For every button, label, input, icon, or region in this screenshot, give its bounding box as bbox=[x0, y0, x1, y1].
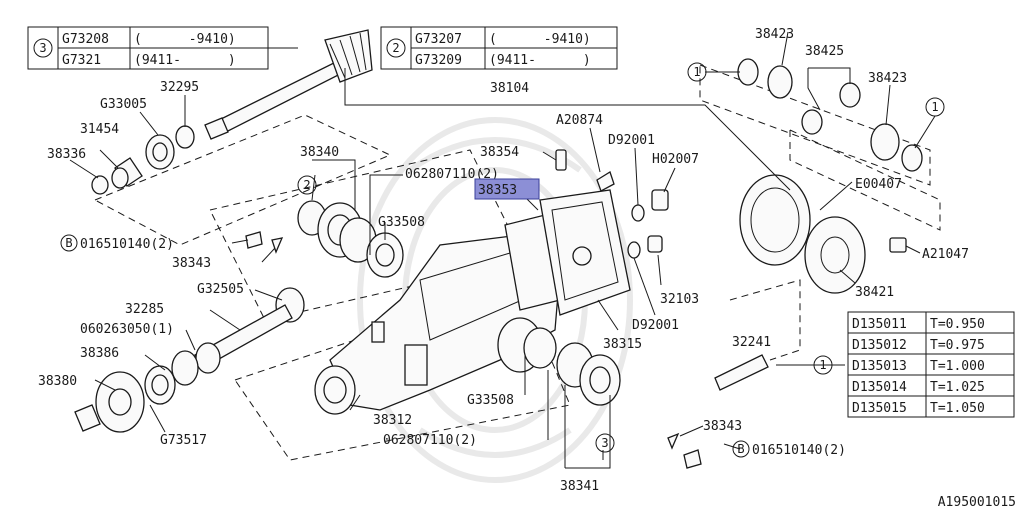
differential-pinion-gears bbox=[737, 58, 923, 172]
label-38343-right: 38343 bbox=[703, 419, 742, 434]
label-016510140-left: 016510140(2) bbox=[80, 237, 174, 252]
table3-row1-range: ( -9410) bbox=[134, 32, 236, 47]
pinion-gear-shaft bbox=[204, 29, 373, 140]
table2-ref: 2 bbox=[392, 41, 399, 55]
label-016510140-right: 016510140(2) bbox=[752, 443, 846, 458]
label-062807110-top: 062807110(2) bbox=[405, 167, 499, 182]
table-shims-ref-1: 1 D135011 T=0.950 D135012 T=0.975 D13501… bbox=[813, 311, 1015, 418]
shim-row1-part: D135011 bbox=[852, 317, 907, 332]
label-H02007: H02007 bbox=[652, 152, 699, 167]
table2-row2-range: (9411- ) bbox=[489, 53, 591, 68]
label-38340: 38340 bbox=[300, 145, 339, 160]
table3-ref: 3 bbox=[39, 41, 46, 55]
shim-row4-thickness: T=1.025 bbox=[930, 380, 985, 395]
label-31454: 31454 bbox=[80, 122, 119, 137]
rear-cover-and-gasket bbox=[504, 189, 631, 316]
label-G32505: G32505 bbox=[197, 282, 244, 297]
shim-row1-thickness: T=0.950 bbox=[930, 317, 985, 332]
label-G73517: G73517 bbox=[160, 433, 207, 448]
circle-mark-2 bbox=[386, 38, 406, 58]
label-060263050: 060263050(1) bbox=[80, 322, 174, 337]
table2-row1-part: G73207 bbox=[415, 32, 462, 47]
table3-row2-part: G7321 bbox=[62, 53, 101, 68]
label-G33508-top: G33508 bbox=[378, 215, 425, 230]
label-38423-right: 38423 bbox=[868, 71, 907, 86]
shim-row5-part: D135015 bbox=[852, 401, 907, 416]
leader-lines bbox=[69, 31, 936, 469]
companion-flange-group bbox=[74, 287, 305, 433]
label-A20874: A20874 bbox=[556, 113, 603, 128]
label-38354: 38354 bbox=[480, 145, 519, 160]
bolts-and-plugs bbox=[245, 149, 769, 469]
label-062807110-bottom: 062807110(2) bbox=[383, 433, 477, 448]
label-G33005: G33005 bbox=[100, 97, 147, 112]
label-32241: 32241 bbox=[732, 335, 771, 350]
pinion-shaft-parts bbox=[91, 125, 195, 195]
label-38341: 38341 bbox=[560, 479, 599, 494]
table-gear-ref-2: 2 G73207 ( -9410) G73209 (9411- ) bbox=[380, 26, 618, 70]
label-E00407: E00407 bbox=[855, 177, 902, 192]
differential-case-ring-gear bbox=[739, 174, 907, 294]
label-38315: 38315 bbox=[603, 337, 642, 352]
label-32285: 32285 bbox=[125, 302, 164, 317]
shim-row3-part: D135013 bbox=[852, 359, 907, 374]
mark-B-right: B bbox=[737, 442, 744, 456]
shim-row3-thickness: T=1.000 bbox=[930, 359, 985, 374]
label-G33508-bottom: G33508 bbox=[467, 393, 514, 408]
circle-marks: 1 1 2 3 B B bbox=[60, 62, 945, 458]
mark-2: 2 bbox=[303, 178, 310, 192]
shim-row2-part: D135012 bbox=[852, 338, 907, 353]
label-32103: 32103 bbox=[660, 292, 699, 307]
label-38104: 38104 bbox=[490, 81, 529, 96]
mark-B-left: B bbox=[65, 236, 72, 250]
shim-row4-part: D135014 bbox=[852, 380, 907, 395]
label-38343-left: 38343 bbox=[172, 256, 211, 271]
label-38386: 38386 bbox=[80, 346, 119, 361]
table3-row2-range: (9411- ) bbox=[134, 53, 236, 68]
label-32295: 32295 bbox=[160, 80, 199, 95]
mark-1-right: 1 bbox=[931, 100, 938, 114]
mark-1-left: 1 bbox=[693, 65, 700, 79]
label-38380: 38380 bbox=[38, 374, 77, 389]
highlight-38353 bbox=[474, 178, 540, 200]
table-gear-ref-3: 3 G73208 ( -9410) G7321 (9411- ) bbox=[27, 26, 298, 70]
side-bearing-set-38341 bbox=[523, 327, 621, 406]
label-D92001-top: D92001 bbox=[608, 133, 655, 148]
label-38353: 38353 bbox=[478, 183, 517, 198]
table2-row1-range: ( -9410) bbox=[489, 32, 591, 47]
circle-mark-1-table bbox=[813, 355, 833, 375]
label-38423-top: 38423 bbox=[755, 27, 794, 42]
circle-mark-3 bbox=[33, 38, 53, 58]
shims-ref: 1 bbox=[819, 358, 826, 372]
label-38336: 38336 bbox=[47, 147, 86, 162]
shim-row5-thickness: T=1.050 bbox=[930, 401, 985, 416]
mark-3: 3 bbox=[601, 436, 608, 450]
differential-carrier-housing bbox=[314, 234, 561, 415]
label-38425: 38425 bbox=[805, 44, 844, 59]
label-38421: 38421 bbox=[855, 285, 894, 300]
bearing-set-38340 bbox=[297, 200, 404, 278]
shim-row2-thickness: T=0.975 bbox=[930, 338, 985, 353]
table3-row1-part: G73208 bbox=[62, 32, 109, 47]
table2-row2-part: G73209 bbox=[415, 53, 462, 68]
document-code: A195001015 bbox=[938, 495, 1016, 510]
label-38312: 38312 bbox=[373, 413, 412, 428]
label-A21047: A21047 bbox=[922, 247, 969, 262]
part-labels: 38104 32295 G33005 31454 38336 38340 062… bbox=[38, 27, 1016, 510]
label-D92001-bottom: D92001 bbox=[632, 318, 679, 333]
